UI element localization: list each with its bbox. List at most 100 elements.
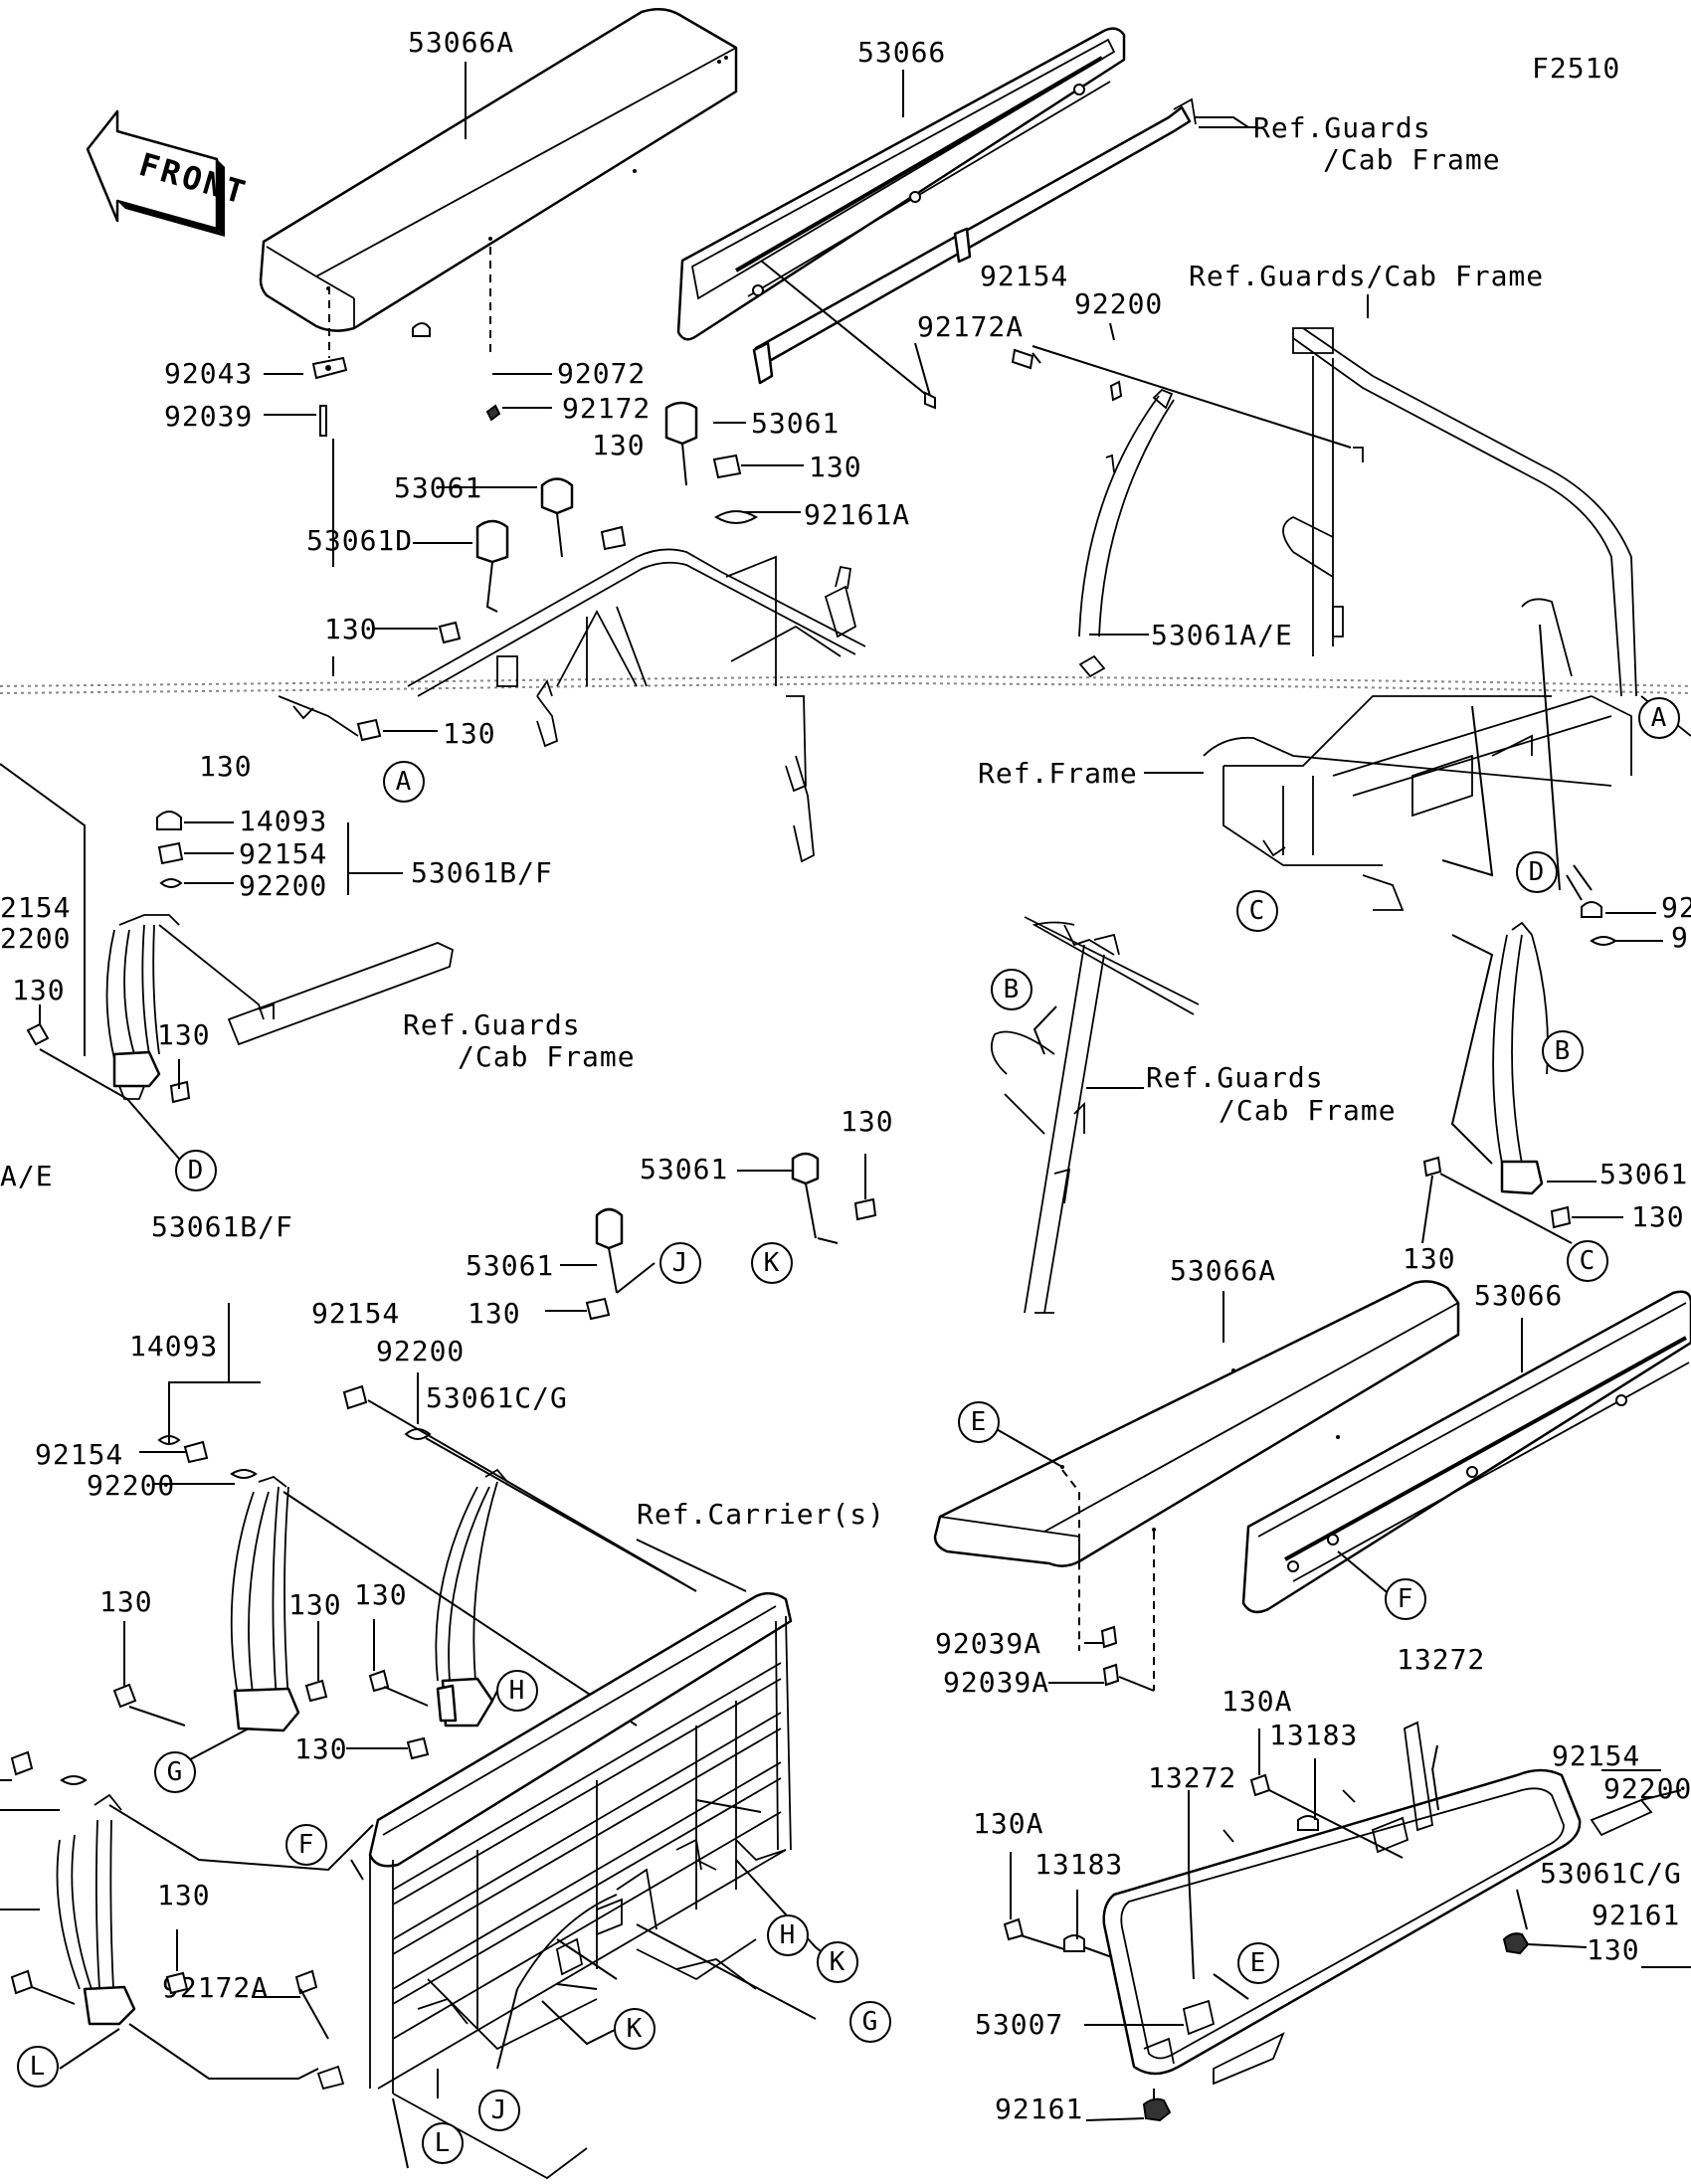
buckles-mid bbox=[545, 1152, 877, 1321]
tear-line bbox=[0, 674, 1691, 694]
svg-text:H: H bbox=[780, 1920, 797, 1950]
front-arrow-icon: FRONT bbox=[86, 109, 252, 237]
part-label: 92154 bbox=[980, 260, 1068, 292]
part-label: /Cab Frame bbox=[1323, 143, 1501, 176]
part-label: 130 bbox=[199, 750, 253, 783]
part-label: 130 bbox=[12, 974, 66, 1006]
figure-code: F2510 bbox=[1532, 52, 1620, 85]
svg-text:E: E bbox=[1250, 1948, 1267, 1978]
svg-text:B: B bbox=[1004, 975, 1021, 1004]
seat-belts-bottom-left bbox=[0, 1303, 697, 2080]
svg-text:J: J bbox=[491, 2095, 508, 2125]
part-label: 53061C/G bbox=[1540, 1857, 1682, 1890]
part-label: Ref.Guards/Cab Frame bbox=[1189, 260, 1544, 292]
callout-h: H bbox=[767, 1914, 809, 1956]
part-label: 92161A bbox=[804, 498, 910, 531]
part-label: 53061 bbox=[1599, 1158, 1688, 1190]
part-label: 130 bbox=[294, 1732, 348, 1765]
callout-d: D bbox=[175, 1150, 217, 1191]
svg-text:A: A bbox=[1651, 703, 1668, 733]
part-label: 92200 bbox=[1603, 1772, 1691, 1805]
svg-text:F: F bbox=[1398, 1584, 1414, 1614]
part-label: 53066A bbox=[408, 26, 514, 59]
callout-l: L bbox=[422, 2122, 464, 2164]
svg-text:B: B bbox=[1555, 1036, 1572, 1066]
seat-belt-right-mid bbox=[1421, 921, 1623, 1244]
carrier-frame bbox=[252, 1539, 832, 2180]
svg-text:D: D bbox=[1529, 857, 1546, 887]
part-label: 130 bbox=[1587, 1933, 1640, 1966]
part-label: Ref.Carrier(s) bbox=[637, 1498, 885, 1531]
callout-b: B bbox=[1542, 1030, 1584, 1072]
part-label: 130 bbox=[99, 1585, 153, 1618]
callout-j: J bbox=[659, 1242, 701, 1284]
part-label: 53061 bbox=[640, 1153, 728, 1185]
callout-k: K bbox=[751, 1242, 793, 1284]
part-label: 92161 bbox=[1592, 1899, 1680, 1931]
callout-f: F bbox=[1385, 1578, 1426, 1620]
part-label: 130 bbox=[468, 1297, 521, 1330]
carrier-frame-bottom-right bbox=[1003, 1721, 1691, 2122]
part-label: 53061B/F bbox=[151, 1210, 293, 1243]
part-label: 130 bbox=[592, 429, 646, 461]
hardware-top bbox=[311, 322, 1123, 742]
callout-f: F bbox=[285, 1824, 327, 1866]
callout-d: D bbox=[1516, 851, 1558, 893]
part-label: Ref.Frame bbox=[978, 757, 1138, 790]
svg-text:F: F bbox=[298, 1830, 315, 1860]
part-label: 92154 bbox=[311, 1297, 400, 1330]
part-label: 53007 bbox=[975, 2008, 1063, 2041]
svg-text:C: C bbox=[1249, 896, 1266, 926]
leader-lines-bottom-right bbox=[994, 1291, 1523, 1692]
part-label: Ref.Guards bbox=[1253, 111, 1431, 144]
part-label: 13183 bbox=[1034, 1848, 1123, 1881]
part-label: 130 bbox=[841, 1105, 894, 1138]
part-label: 13272 bbox=[1397, 1643, 1485, 1676]
part-label: 130 bbox=[1403, 1242, 1456, 1275]
part-label: 92039A bbox=[935, 1627, 1041, 1660]
part-label: /Cab Frame bbox=[458, 1040, 636, 1073]
svg-text:K: K bbox=[830, 1947, 846, 1977]
svg-text:K: K bbox=[627, 2014, 644, 2044]
part-label: 130 bbox=[354, 1578, 408, 1611]
part-label: 92039 bbox=[164, 400, 253, 433]
part-label: Ref.Guards bbox=[1146, 1061, 1324, 1094]
part-label: 130A bbox=[1221, 1685, 1292, 1718]
svg-text:H: H bbox=[509, 1676, 526, 1706]
part-label: 53061D bbox=[306, 524, 413, 557]
callout-a: A bbox=[383, 761, 425, 803]
part-label: 92154 bbox=[1552, 1739, 1640, 1772]
svg-text:C: C bbox=[1580, 1246, 1597, 1276]
part-label: 92200 bbox=[87, 1469, 175, 1502]
callout-g: G bbox=[849, 2001, 891, 2043]
part-label: 92200 bbox=[1074, 287, 1163, 320]
leader-lines-top bbox=[264, 62, 1369, 732]
part-label: 14093 bbox=[129, 1330, 218, 1363]
callout-c: C bbox=[1567, 1240, 1608, 1282]
seat-cushion-bottom bbox=[933, 1280, 1460, 1567]
callout-a: A bbox=[1638, 697, 1680, 739]
part-label: 53061B/F bbox=[411, 856, 553, 889]
part-label: 130 bbox=[809, 451, 862, 483]
part-label: 92 bbox=[1661, 891, 1691, 924]
part-label: 13272 bbox=[1148, 1761, 1236, 1794]
cab-frame-center bbox=[991, 916, 1200, 1314]
part-label: 13183 bbox=[1269, 1719, 1358, 1751]
svg-text:E: E bbox=[971, 1407, 988, 1437]
part-label: 14093 bbox=[239, 805, 327, 837]
part-label: 92072 bbox=[557, 357, 646, 390]
callout-e: E bbox=[1237, 1942, 1279, 1984]
part-label: 130A bbox=[973, 1807, 1043, 1840]
svg-text:K: K bbox=[764, 1248, 781, 1278]
part-label: 92200 bbox=[239, 869, 327, 902]
callout-l: L bbox=[17, 2046, 59, 2088]
callout-k: K bbox=[817, 1941, 858, 1983]
part-label: 2154 bbox=[0, 891, 71, 924]
part-label: 92172A bbox=[917, 310, 1024, 343]
part-label: 53061 bbox=[751, 407, 840, 440]
part-label: /Cab Frame bbox=[1219, 1094, 1397, 1127]
svg-text:L: L bbox=[30, 2052, 47, 2082]
part-label: 9 bbox=[1671, 921, 1689, 954]
part-label: Ref.Guards bbox=[403, 1008, 581, 1041]
part-label: 92200 bbox=[376, 1335, 465, 1367]
